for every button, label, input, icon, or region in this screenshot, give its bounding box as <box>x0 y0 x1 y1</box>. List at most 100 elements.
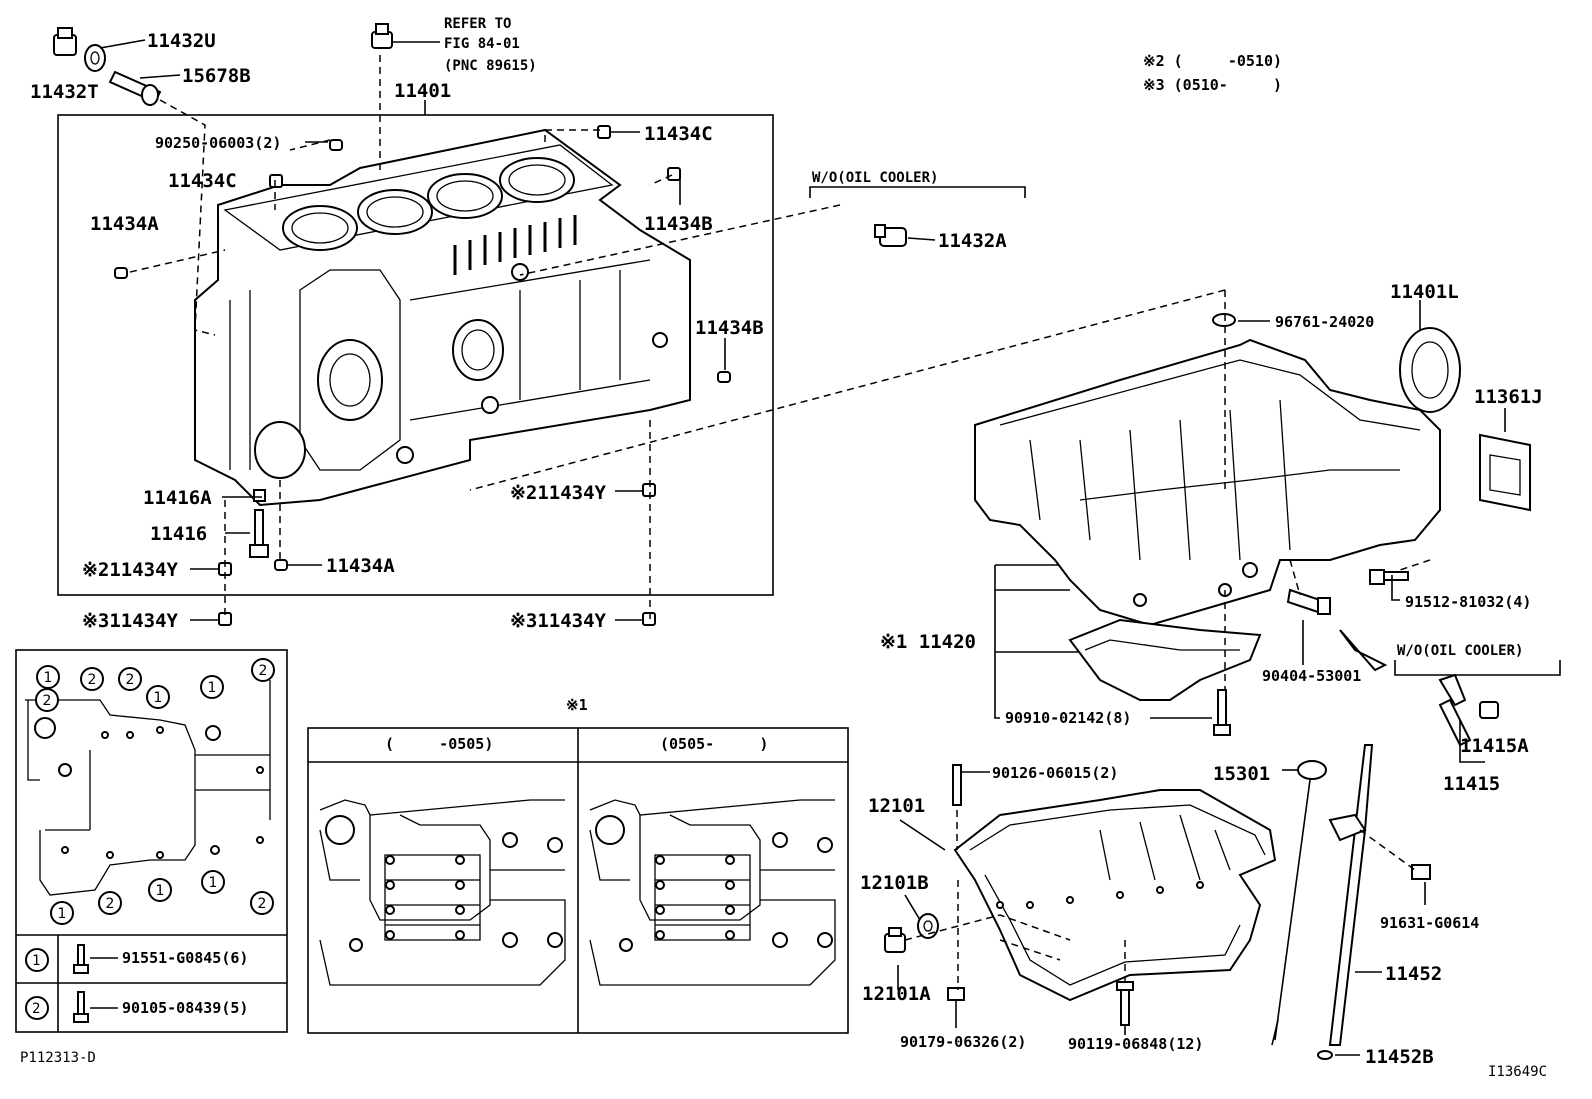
bolt-map-marker-circle <box>98 891 122 915</box>
oil-pan-dashed-leaders <box>904 810 1416 990</box>
legend-note-1: ※2 ( -0510) <box>1143 52 1282 70</box>
callout-2-11434Y-right: ※211434Y <box>510 482 607 504</box>
callout-12101: 12101 <box>868 795 925 817</box>
bolt-map-marker-label: 2 <box>258 896 267 912</box>
gasket-12101B <box>917 913 939 939</box>
wo-oil-cooler-label-1: W/O(OIL COOLER) <box>812 170 938 186</box>
legend-marker-1 <box>25 948 49 972</box>
callout-91512: 91512-81032(4) <box>1405 593 1531 611</box>
callout-15301: 15301 <box>1213 763 1270 785</box>
notes: REFER TO FIG 84-01 (PNC 89615) ※2 ( -051… <box>20 16 1547 1080</box>
refer-note-line-2: FIG 84-01 <box>444 36 520 52</box>
legend-part-1: 91551-G0845(6) <box>122 949 248 967</box>
callout-11401L: 11401L <box>1390 281 1459 303</box>
callout-11434C-right: 11434C <box>644 123 713 145</box>
plate-11361J <box>1479 433 1531 512</box>
inset-right-header: (0505- ) <box>660 735 768 753</box>
callout-3-11434Y-right: ※311434Y <box>510 610 607 632</box>
callout-90126: 90126-06015(2) <box>992 764 1118 782</box>
bolt-map-marker-circle <box>50 901 74 925</box>
legend-note-2: ※3 (0510- ) <box>1143 76 1282 94</box>
bolt-map-marker-label: 2 <box>259 663 268 679</box>
refer-note-line-1: REFER TO <box>444 16 511 32</box>
legend-marker-1-label: 1 <box>32 953 40 969</box>
bolt-map-marker-circle <box>146 685 170 709</box>
bolt-map-marker-circle <box>250 891 274 915</box>
stiffening-crankcase-illustration <box>974 338 1441 701</box>
callout-90910: 90910-02142(8) <box>1005 709 1131 727</box>
footer-right-code: I13649C <box>1488 1064 1547 1080</box>
wo-oil-cooler-bracket-1 <box>809 186 1026 198</box>
bolt-map-marker-label: 1 <box>208 680 217 696</box>
inset-left-header: ( -0505) <box>385 735 493 753</box>
callout-11416: 11416 <box>150 523 207 545</box>
callout-labels: 11432U 11432T 15678B 11401 90250-06003(2… <box>30 30 1543 1068</box>
bolt-map-marker-label: 1 <box>156 883 165 899</box>
callout-11416A: 11416A <box>143 487 212 509</box>
inset-right-illustration <box>589 799 836 986</box>
bolt-map-marker-circle <box>251 658 275 682</box>
bolt-map-marker-label: 1 <box>209 875 218 891</box>
dipstick-15301 <box>1271 760 1327 1046</box>
bolt-map-marker-label: 2 <box>106 896 115 912</box>
small-parts-block <box>53 23 907 626</box>
cylinder-block-frame <box>57 114 774 596</box>
crankcase-dashed-leaders <box>1224 290 1431 690</box>
callout-90250: 90250-06003(2) <box>155 134 281 152</box>
callout-12101B: 12101B <box>860 872 929 894</box>
legend-marker-2 <box>25 996 49 1020</box>
callout-11415A: 11415A <box>1460 735 1529 757</box>
callout-11434A-upper: 11434A <box>90 213 159 235</box>
callout-2-11434Y-left: ※211434Y <box>82 559 179 581</box>
crankcase-leaders <box>994 300 1561 763</box>
bolt-map-marker-circle <box>148 878 172 902</box>
bolt-map-illustration <box>25 680 271 896</box>
callout-91631: 91631-G0614 <box>1380 914 1479 932</box>
bolt-90119 <box>1116 981 1134 1026</box>
bolt-map-marker-circle <box>35 688 59 712</box>
inset-left-illustration <box>319 799 566 986</box>
nut-90179 <box>947 987 965 1001</box>
oil-seal-11401L <box>1212 313 1461 413</box>
callout-11432T: 11432T <box>30 81 99 103</box>
bolt-map-frame <box>15 649 288 1033</box>
stud-90126 <box>952 764 962 806</box>
callout-11432A: 11432A <box>938 230 1007 252</box>
bolt-map-marker-label: 1 <box>44 670 53 686</box>
bolt-map-marker-circle <box>36 665 60 689</box>
callout-11401: 11401 <box>394 80 451 102</box>
callout-11420: ※1 11420 <box>880 631 976 653</box>
legend-bolt-icons <box>73 944 118 1023</box>
part-11415 <box>1438 673 1499 747</box>
oil-pan-leaders <box>897 769 1426 1056</box>
callout-90119: 90119-06848(12) <box>1068 1035 1203 1053</box>
bolt-90910 <box>1213 689 1231 736</box>
cylinder-block-illustration <box>194 128 691 507</box>
oil-pan-illustration <box>953 789 1277 1002</box>
bolt-91512 <box>1369 569 1409 585</box>
callout-12101A: 12101A <box>862 983 931 1005</box>
bolt-map-marker-circle <box>80 667 104 691</box>
bolt-map-marker-circle <box>118 667 142 691</box>
block-leaders <box>99 39 936 621</box>
callout-11415: 11415 <box>1443 773 1500 795</box>
legend-part-2: 90105-08439(5) <box>122 999 248 1017</box>
bolt-map-marker-label: 2 <box>126 672 135 688</box>
dipstick-guide-11452 <box>1317 744 1431 1060</box>
callout-11452B: 11452B <box>1365 1046 1434 1068</box>
refer-note-line-3: (PNC 89615) <box>444 58 537 74</box>
callout-11452: 11452 <box>1385 963 1442 985</box>
bolt-map-marker-circle <box>200 675 224 699</box>
callout-90179: 90179-06326(2) <box>900 1033 1026 1051</box>
callout-11434B-upper: 11434B <box>644 213 713 235</box>
bolt-map-marker-label: 2 <box>43 693 52 709</box>
callout-96761: 96761-24020 <box>1275 313 1374 331</box>
callout-11432U: 11432U <box>147 30 216 52</box>
callout-15678B: 15678B <box>182 65 251 87</box>
drain-plug-12101A <box>884 927 906 953</box>
callout-3-11434Y-left: ※311434Y <box>82 610 179 632</box>
bolt-map-marker-label: 1 <box>58 906 67 922</box>
wo-oil-cooler-label-2: W/O(OIL COOLER) <box>1397 643 1523 659</box>
